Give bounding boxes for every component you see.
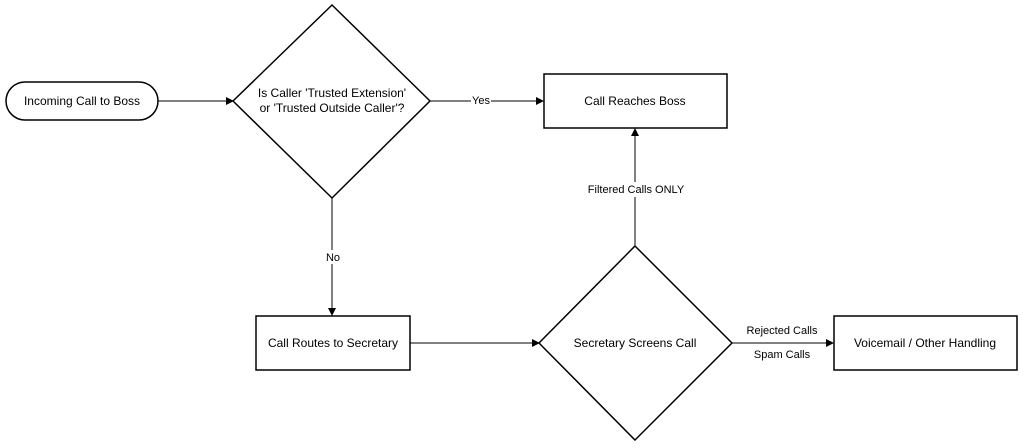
secretary-route-label: Call Routes to Secretary	[268, 336, 398, 350]
node-boss: Call Reaches Boss	[543, 73, 728, 129]
node-voicemail: Voicemail / Other Handling	[833, 315, 1018, 371]
boss-label: Call Reaches Boss	[584, 94, 685, 108]
boss-box-shape	[543, 73, 728, 129]
node-start: Incoming Call to Boss	[5, 81, 159, 121]
edge-labels: Yes No Filtered Calls ONLY Rejected Call…	[324, 93, 818, 361]
start-label: Incoming Call to Boss	[24, 94, 140, 108]
edge-label-yes: Yes	[472, 95, 490, 107]
edge-label-filtered: Filtered Calls ONLY	[588, 184, 685, 196]
screen-diamond-shape	[537, 244, 734, 442]
node-secretary-route: Call Routes to Secretary	[255, 315, 411, 371]
edges	[158, 97, 834, 347]
start-terminal-shape	[5, 81, 159, 121]
edge-label-rejected: Rejected Calls	[747, 325, 818, 337]
edge-label-no: No	[326, 252, 340, 264]
screen-label: Secretary Screens Call	[574, 336, 697, 350]
secretary-route-box-shape	[255, 315, 411, 371]
decision-diamond-shape	[231, 3, 432, 200]
decision-label-line2: or 'Trusted Outside Caller'?	[260, 101, 405, 115]
node-screen: Secretary Screens Call	[537, 244, 734, 442]
node-decision-trusted: Is Caller 'Trusted Extension' or 'Truste…	[231, 3, 432, 200]
edge-label-spam: Spam Calls	[754, 349, 811, 361]
voicemail-box-shape	[833, 315, 1018, 371]
voicemail-label: Voicemail / Other Handling	[854, 336, 996, 350]
decision-label-line1: Is Caller 'Trusted Extension'	[258, 86, 406, 100]
